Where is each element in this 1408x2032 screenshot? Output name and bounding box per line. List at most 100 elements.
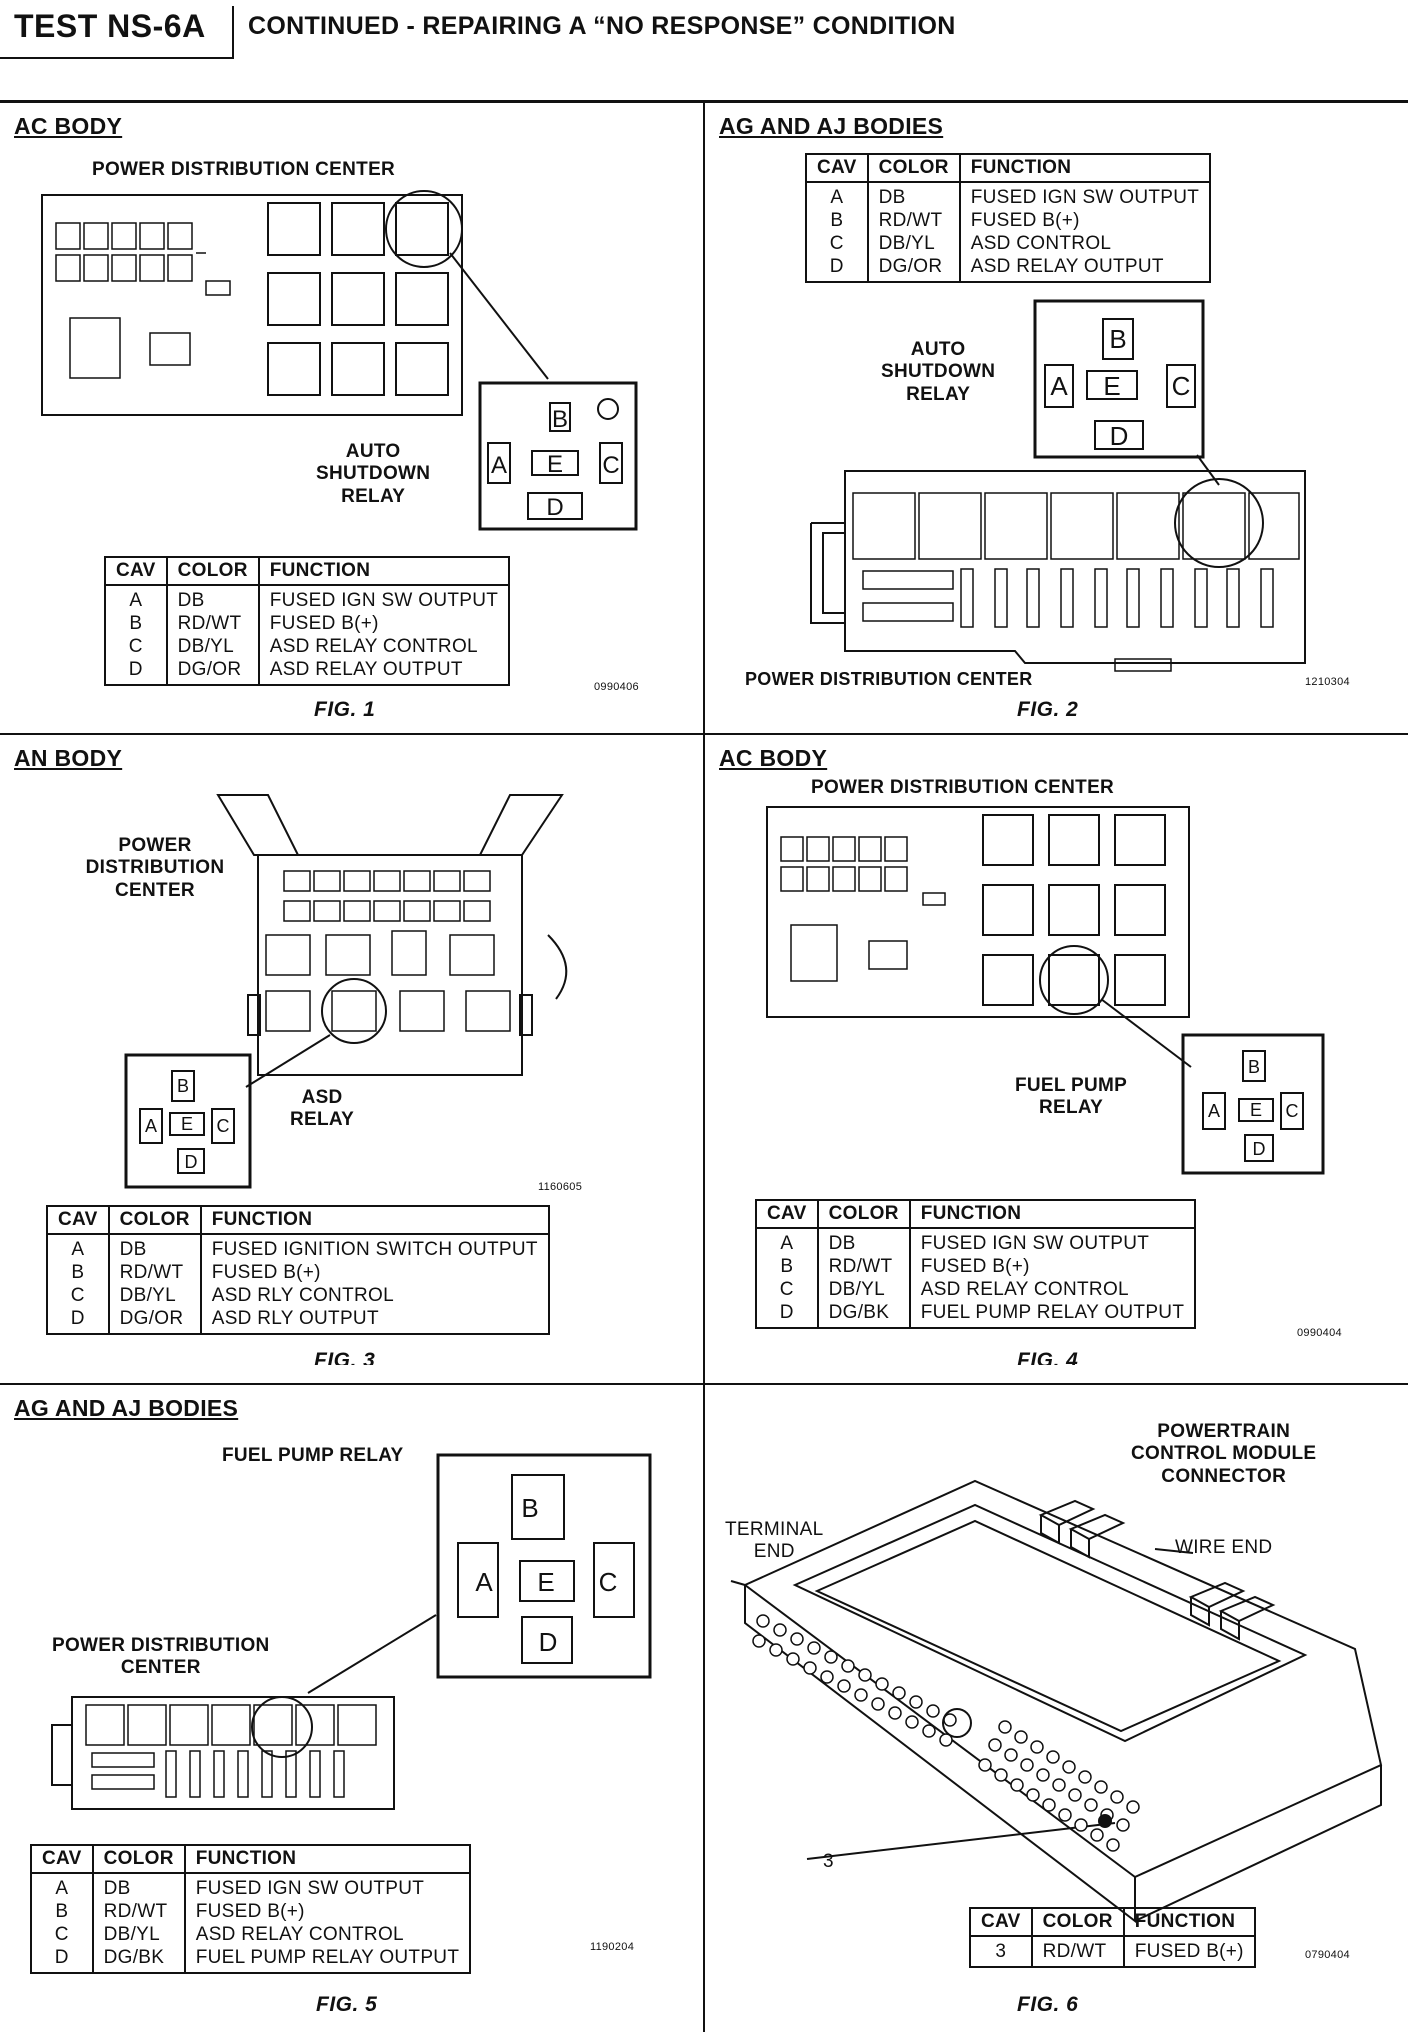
pin-b: B bbox=[177, 1076, 189, 1096]
figure-code: 1210304 bbox=[1305, 676, 1350, 688]
panel-fig1: AC BODY POWER DISTRIBUTION CENTER bbox=[0, 103, 703, 733]
pin-c: C bbox=[602, 452, 619, 479]
body-title: AG AND AJ BODIES bbox=[719, 113, 944, 139]
pin-d: D bbox=[185, 1152, 198, 1172]
connector-pins bbox=[752, 1614, 1140, 1852]
pin-a: A bbox=[475, 1567, 493, 1597]
col-function: FUNCTION bbox=[258, 557, 510, 586]
pdc-diagram-fig2: B A E C D bbox=[810, 299, 1306, 672]
pin-e: E bbox=[181, 1114, 193, 1134]
pin-d: D bbox=[1253, 1139, 1266, 1159]
pin-c: C bbox=[599, 1567, 618, 1597]
panel-fig4: AC BODY POWER DISTRIBUTION CENTER bbox=[705, 735, 1408, 1365]
col-function: FUNCTION bbox=[959, 154, 1211, 183]
col-cav: CAV bbox=[970, 1908, 1033, 1937]
figure-caption: FIG. 5 bbox=[316, 1993, 378, 2016]
pcm-connector-diagram bbox=[730, 1479, 1383, 1924]
col-cav: CAV bbox=[47, 1206, 110, 1235]
col-function: FUNCTION bbox=[200, 1206, 549, 1235]
col-cav: CAV bbox=[31, 1845, 94, 1874]
figure-code: 1190204 bbox=[590, 1941, 635, 1953]
column-divider bbox=[703, 100, 705, 2032]
test-id-underline bbox=[0, 57, 234, 59]
col-color: COLOR bbox=[817, 1200, 911, 1229]
pin-d: D bbox=[539, 1627, 558, 1657]
pin-e: E bbox=[537, 1567, 554, 1597]
pin-e: E bbox=[1250, 1100, 1262, 1120]
pin-c: C bbox=[1172, 371, 1191, 401]
col-cav: CAV bbox=[105, 557, 168, 586]
pdc-label: POWER DISTRIBUTION CENTER bbox=[92, 159, 396, 180]
pin-3-marker bbox=[1098, 1814, 1112, 1828]
figure-code: 1160605 bbox=[538, 1181, 583, 1193]
col-function: FUNCTION bbox=[1123, 1908, 1255, 1937]
figure-caption: FIG. 3 bbox=[314, 1349, 376, 1365]
body-title: AG AND AJ BODIES bbox=[14, 1395, 239, 1421]
col-color: COLOR bbox=[92, 1845, 186, 1874]
page-header: TEST NS-6A CONTINUED - REPAIRING A “NO R… bbox=[0, 0, 1408, 103]
body-title: AC BODY bbox=[14, 113, 123, 139]
body-title: AN BODY bbox=[14, 745, 123, 771]
wire-end-label: WIRE END bbox=[1175, 1537, 1273, 1558]
page-title: CONTINUED - REPAIRING A “NO RESPONSE” CO… bbox=[248, 12, 956, 40]
figure-code: 0790404 bbox=[1305, 1949, 1350, 1961]
pin-d: D bbox=[546, 494, 563, 521]
col-color: COLOR bbox=[867, 154, 961, 183]
col-cav: CAV bbox=[756, 1200, 819, 1229]
figure-caption: FIG. 2 bbox=[1017, 698, 1079, 721]
pin-callout: 3 bbox=[823, 1851, 834, 1872]
pin-c: C bbox=[1286, 1101, 1299, 1121]
col-function: FUNCTION bbox=[184, 1845, 471, 1874]
pin-c: C bbox=[217, 1116, 230, 1136]
pdc-diagram-fig4: B A E C D bbox=[766, 806, 1325, 1175]
pin-b: B bbox=[1248, 1057, 1260, 1077]
panel-fig5: AG AND AJ BODIES FUEL PUMP RELAY bbox=[0, 1385, 703, 2032]
figure-caption: FIG. 1 bbox=[314, 698, 376, 721]
pin-a: A bbox=[1050, 371, 1068, 401]
pdc-diagram-fig1: B A E C D bbox=[41, 190, 638, 531]
col-cav: CAV bbox=[806, 154, 869, 183]
pin-a: A bbox=[491, 452, 507, 479]
pdc-diagram-fig3: B A E C D bbox=[124, 794, 568, 1189]
pin-d: D bbox=[1110, 421, 1129, 451]
pdc-label: POWER DISTRIBUTION CENTER bbox=[811, 777, 1115, 798]
col-function: FUNCTION bbox=[909, 1200, 1196, 1229]
pdc-diagram-fig5: B A E C D bbox=[51, 1453, 652, 1810]
body-title: AC BODY bbox=[719, 745, 828, 771]
row-divider-1 bbox=[0, 733, 1408, 735]
pin-e: E bbox=[547, 451, 563, 478]
pin-e: E bbox=[1103, 371, 1120, 401]
row-divider-2 bbox=[0, 1383, 1408, 1385]
test-id: TEST NS-6A bbox=[14, 8, 206, 44]
pin-b: B bbox=[1109, 324, 1126, 354]
pin-b: B bbox=[521, 1493, 538, 1523]
pin-b: B bbox=[552, 406, 568, 433]
